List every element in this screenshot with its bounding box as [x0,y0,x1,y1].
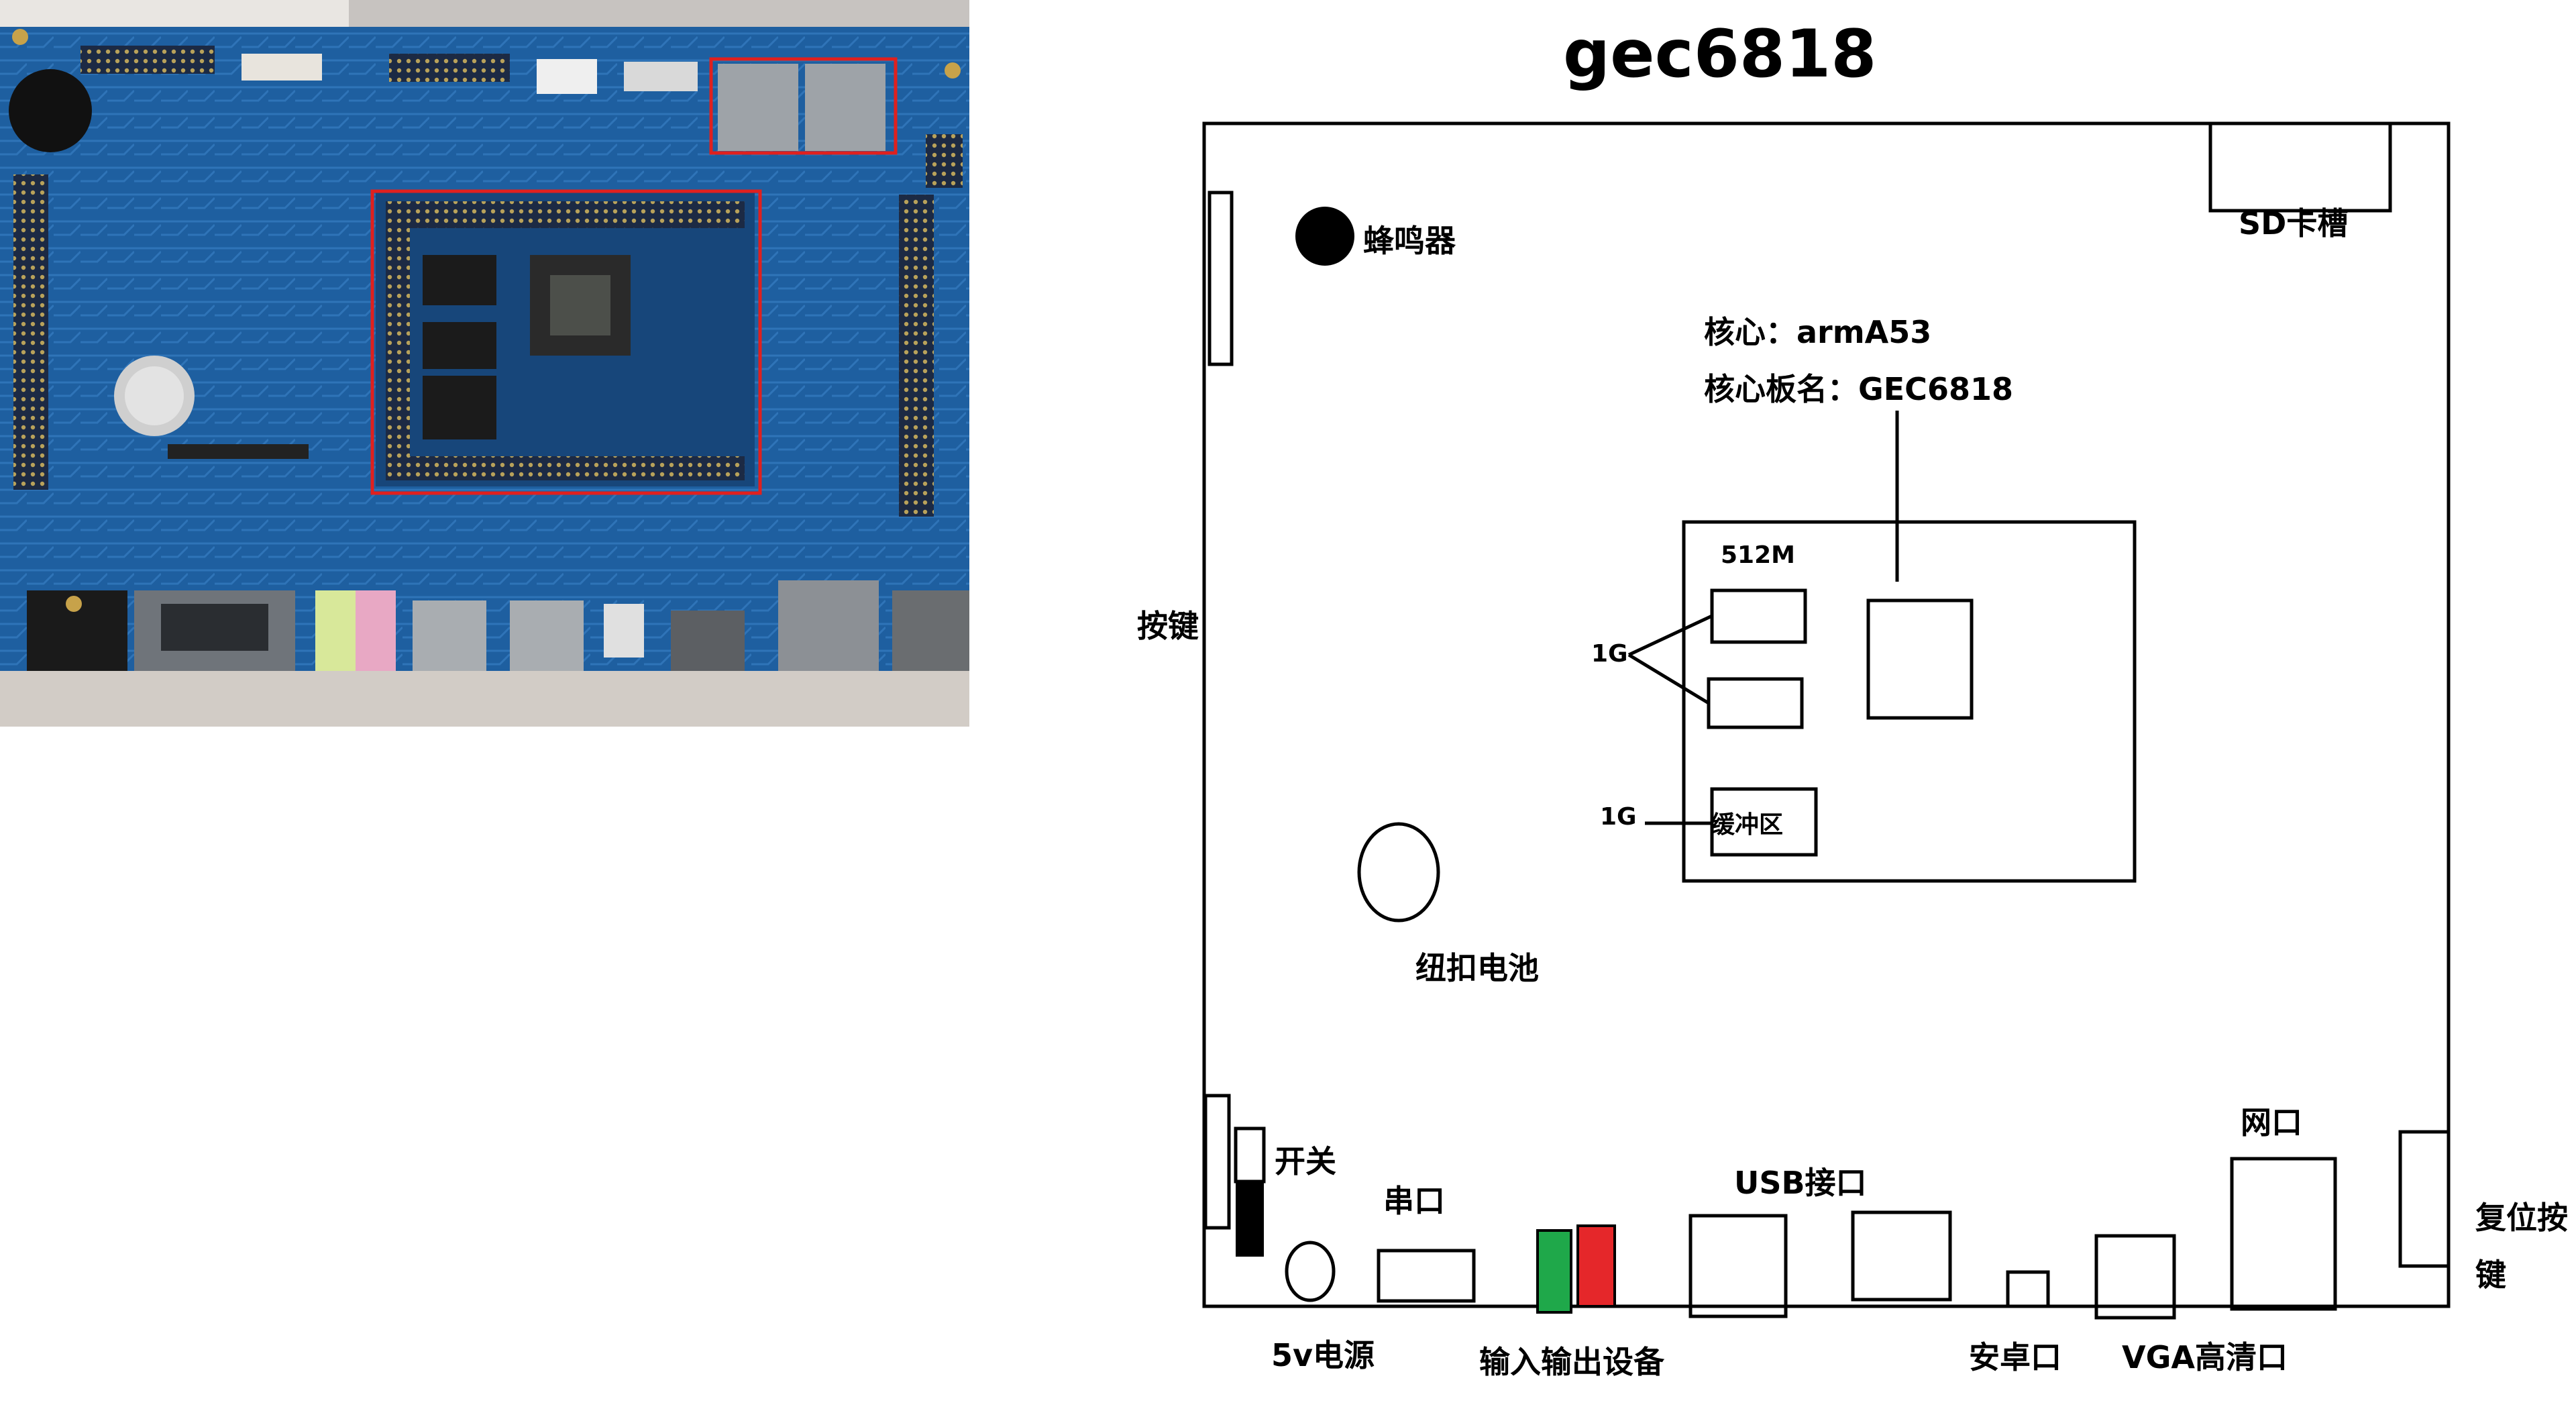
buzzer-label: 蜂鸣器 [1363,225,1456,256]
switch-lever [1236,1129,1264,1182]
core-label: 核心：armA53 [1704,317,1931,348]
coin-battery-label: 纽扣电池 [1415,953,1539,984]
android-port-box [2008,1272,2048,1306]
cpu-chip [1868,600,1972,718]
keys-label: 按键 [1137,611,1199,641]
memory-chip-1g-b [1709,679,1802,727]
switch-lever-fill [1236,1182,1264,1257]
sd-slot-box [2210,123,2390,211]
android-port-label: 安卓口 [1969,1342,2061,1373]
pointer-1g-a [1629,616,1712,655]
serial-port-box [1379,1251,1474,1301]
serial-label: 串口 [1383,1186,1445,1216]
usb-label: USB接口 [1734,1167,1867,1198]
vga-hdmi-label: VGA高清口 [2122,1342,2288,1373]
io-device-green [1538,1230,1571,1312]
pointer-1g-b [1629,655,1709,703]
buffer-label: 缓冲区 [1711,813,1783,837]
mem-512m-label: 512M [1721,543,1795,568]
switch-housing [1205,1096,1229,1228]
buffer-1g-label: 1G [1600,805,1637,829]
usb-port-1 [1690,1216,1786,1316]
core-board-label: 核心板名：GEC6818 [1704,374,2013,405]
io-devices-label: 输入输出设备 [1479,1347,1664,1377]
switch-label: 开关 [1275,1146,1336,1177]
pcb-photo [0,0,969,727]
sd-slot-label: SD卡槽 [2239,208,2348,239]
reset-key-label-1: 复位按 [2475,1202,2568,1233]
power-5v-jack [1287,1243,1334,1300]
ethernet-box [2232,1159,2335,1309]
keys-strip [1210,193,1232,364]
diagram-title: gec6818 [1563,21,1876,87]
power-5v-label: 5v电源 [1271,1340,1375,1371]
vga-hdmi-box [2096,1236,2174,1318]
reset-key-box [2400,1132,2449,1266]
ethernet-label: 网口 [2241,1107,2302,1138]
memory-chip-1g-a [1712,590,1805,642]
coin-battery [1359,824,1438,921]
buzzer-dot [1295,207,1354,266]
pcb-board-image [0,0,969,727]
mem-1g-label: 1G [1591,642,1628,666]
io-device-red [1578,1226,1615,1306]
reset-key-label-2: 键 [2475,1259,2506,1290]
usb-port-2 [1853,1212,1950,1300]
